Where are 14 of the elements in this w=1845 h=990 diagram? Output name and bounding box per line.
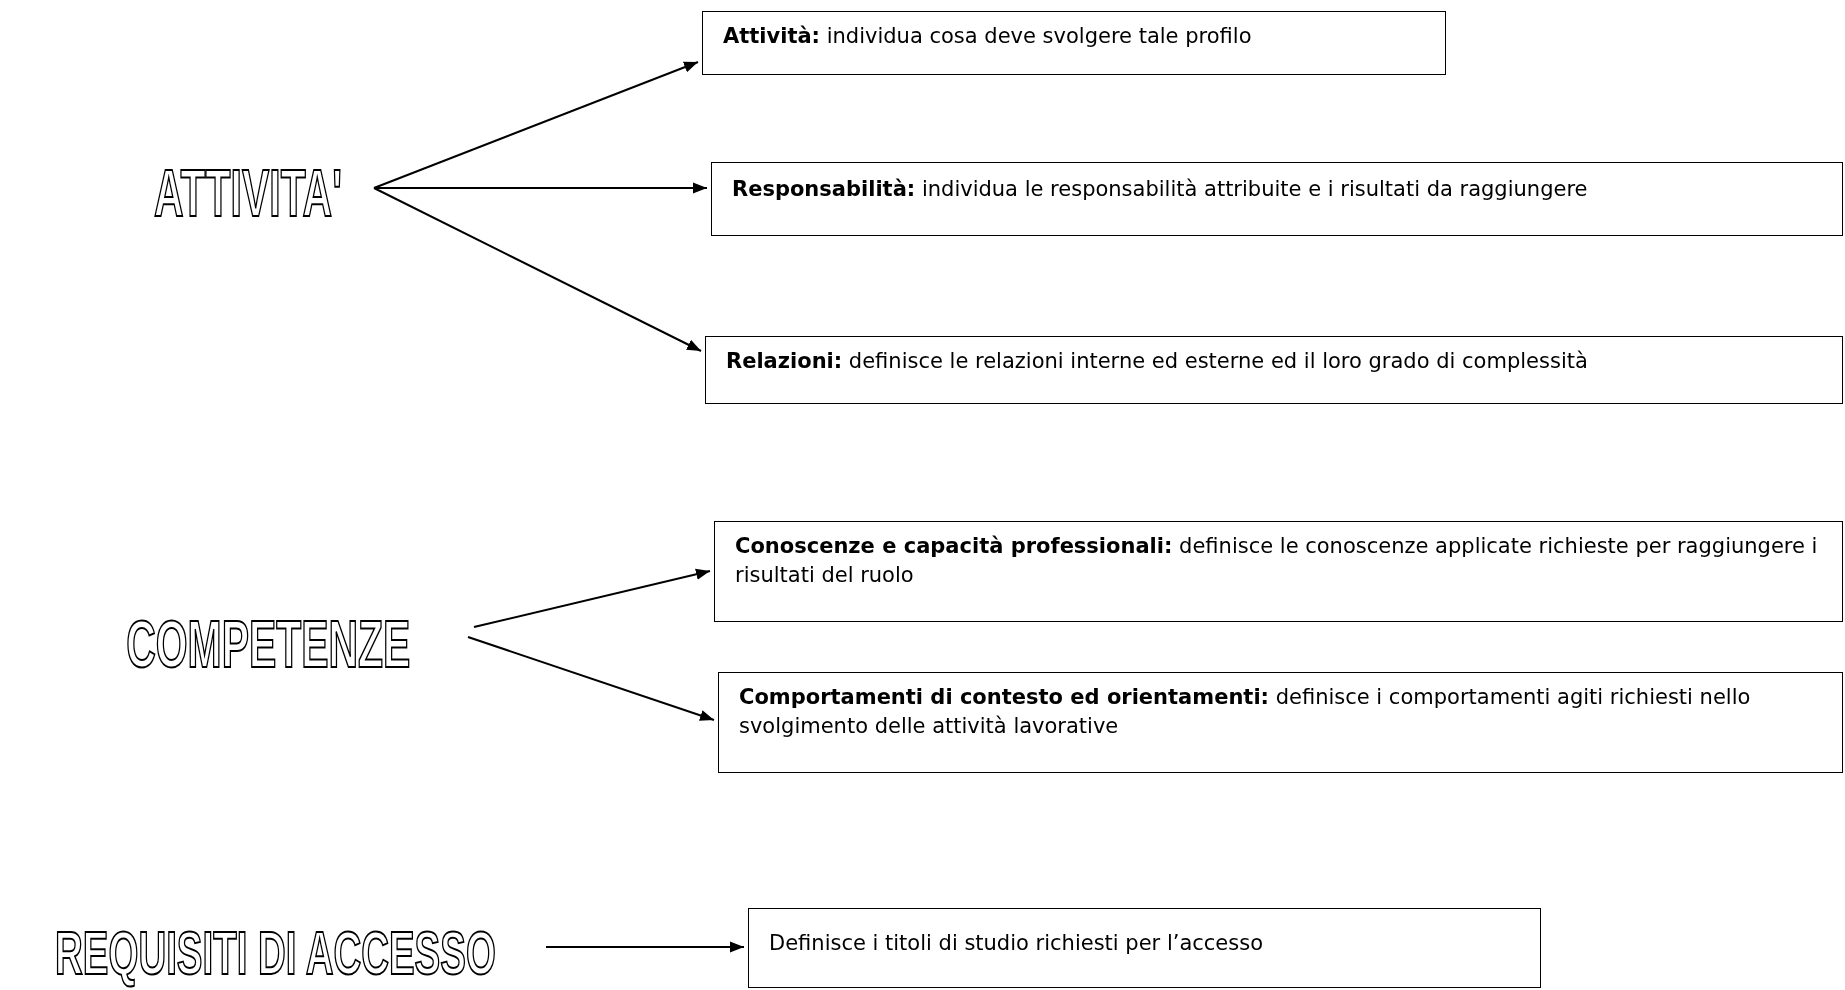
- arrow: [467, 636, 715, 721]
- arrow: [373, 187, 702, 352]
- text-box: Definisce i titoli di studio richiesti per l’accesso: [748, 908, 1541, 988]
- arrow: [373, 61, 699, 189]
- text-box: Attività: individua cosa deve svolgere tale profilo: [702, 11, 1446, 75]
- arrow: [473, 568, 711, 628]
- text-box: Responsabilità: individua le responsabilità attribuite e i risultati da raggiungere: [711, 162, 1843, 236]
- text-box: Conoscenze e capacità professionali: definisce le conoscenze applicate richieste per raggiungere i risultati del ruolo: [714, 521, 1843, 622]
- text-box: Comportamenti di contesto ed orientamenti: definisce i comportamenti agiti richiesti nello svolgimento delle attività lavorative: [718, 672, 1843, 773]
- arrow: [373, 182, 708, 194]
- outlined-heading: ATTIVITA': [154, 160, 342, 226]
- text-box: Relazioni: definisce le relazioni interne ed esterne ed il loro grado di complessità: [705, 336, 1843, 404]
- arrow: [545, 941, 745, 953]
- outlined-heading: COMPETENZE: [125, 611, 410, 677]
